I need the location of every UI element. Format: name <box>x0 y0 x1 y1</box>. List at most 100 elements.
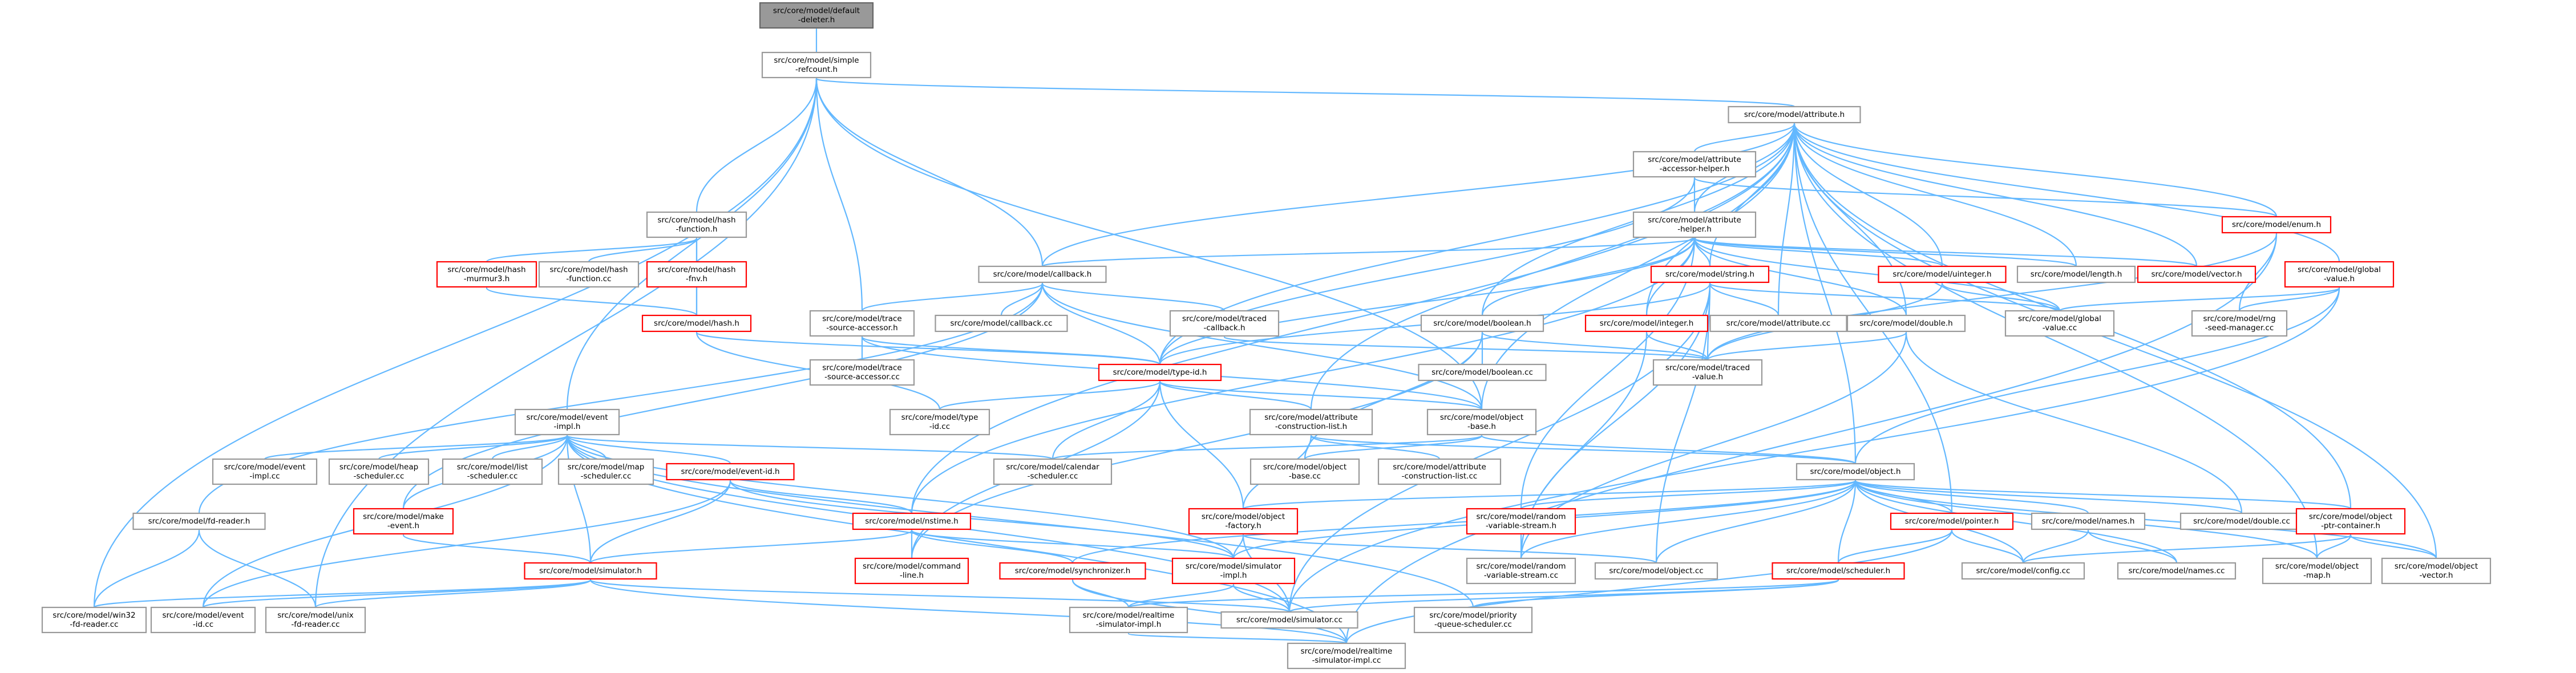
node-priority-queue-scheduler-cc[interactable]: src/core/model/priority-queue-scheduler.… <box>1413 606 1533 634</box>
node-simulator-h[interactable]: src/core/model/simulator.h <box>524 562 657 580</box>
node-hash-murmur3-h[interactable]: src/core/model/hash-murmur3.h <box>436 261 537 288</box>
node-integer-h[interactable]: src/core/model/integer.h <box>1584 314 1709 333</box>
node-heap-scheduler-cc[interactable]: src/core/model/heap-scheduler.cc <box>328 458 430 485</box>
node-unix-fd-reader-cc[interactable]: src/core/model/unix-fd-reader.cc <box>265 606 366 634</box>
edge-traced-value-h-to-string-h <box>1708 283 1710 360</box>
node-label: src/core/model/traced <box>1182 314 1267 323</box>
node-config-cc[interactable]: src/core/model/config.cc <box>1961 562 2085 580</box>
node-hash-h[interactable]: src/core/model/hash.h <box>641 314 752 333</box>
node-box <box>809 310 915 337</box>
node-label: -simulator-impl.h <box>1096 620 1162 629</box>
node-random-variable-stream-h[interactable]: src/core/model/random-variable-stream.h <box>1466 508 1576 535</box>
node-attribute-cc[interactable]: src/core/model/attribute.cc <box>1709 314 1847 333</box>
node-object-vector-h[interactable]: src/core/model/object-vector.h <box>2381 557 2492 585</box>
node-uinteger-h[interactable]: src/core/model/uinteger.h <box>1878 265 2007 283</box>
node-box <box>1594 562 1718 580</box>
node-win32-fd-reader-cc[interactable]: src/core/model/win32-fd-reader.cc <box>41 606 147 634</box>
node-rng-seed-manager-cc[interactable]: src/core/model/rng-seed-manager.cc <box>2191 310 2288 337</box>
node-object-map-h[interactable]: src/core/model/object-map.h <box>2262 557 2372 585</box>
node-object-cc[interactable]: src/core/model/object.cc <box>1594 562 1718 580</box>
node-names-cc[interactable]: src/core/model/names.cc <box>2117 562 2237 580</box>
node-list-scheduler-cc[interactable]: src/core/model/list-scheduler.cc <box>442 458 543 485</box>
node-synchronizer-h[interactable]: src/core/model/synchronizer.h <box>999 562 1146 580</box>
node-realtime-simulator-impl-h[interactable]: src/core/model/realtime-simulator-impl.h <box>1069 606 1188 634</box>
node-global-value-h[interactable]: src/core/model/global-value.h <box>2284 261 2395 288</box>
node-boolean-cc[interactable]: src/core/model/boolean.cc <box>1418 363 1547 382</box>
node-callback-h[interactable]: src/core/model/callback.h <box>978 265 1107 283</box>
node-label: -impl.cc <box>249 472 280 481</box>
edge-hash-function-h-to-simple-refcount <box>695 79 816 213</box>
node-double-cc[interactable]: src/core/model/double.cc <box>2179 512 2304 530</box>
node-callback-cc[interactable]: src/core/model/callback.cc <box>935 314 1068 333</box>
edge-object-h-to-global-value-h <box>1854 288 2339 464</box>
node-box <box>1709 314 1847 333</box>
node-make-event-h[interactable]: src/core/model/make-event.h <box>353 508 454 535</box>
node-double-h[interactable]: src/core/model/double.h <box>1846 314 1966 333</box>
node-calendar-scheduler-cc[interactable]: src/core/model/calendar-scheduler.cc <box>993 458 1113 485</box>
node-pointer-h[interactable]: src/core/model/pointer.h <box>1890 512 2014 530</box>
node-attribute-accessor-helper-h[interactable]: src/core/model/attribute-accessor-helper… <box>1632 151 1757 178</box>
node-enum-h[interactable]: src/core/model/enum.h <box>2221 216 2332 234</box>
node-names-h[interactable]: src/core/model/names.h <box>2031 512 2146 530</box>
node-vector-h[interactable]: src/core/model/vector.h <box>2137 265 2256 283</box>
node-random-variable-stream-cc[interactable]: src/core/model/random-variable-stream.cc <box>1466 557 1576 585</box>
node-hash-function-cc[interactable]: src/core/model/hash-function.cc <box>538 261 640 288</box>
edge-object-vector-h-to-object-ptr-container-h <box>2351 535 2437 559</box>
node-label: src/core/model/string.h <box>1665 270 1754 279</box>
node-box <box>978 265 1107 283</box>
node-traced-value-h[interactable]: src/core/model/traced-value.h <box>1652 359 1763 386</box>
node-object-base-h[interactable]: src/core/model/object-base.h <box>1426 408 1537 436</box>
node-object-h[interactable]: src/core/model/object.h <box>1795 463 1915 481</box>
node-simulator-cc[interactable]: src/core/model/simulator.cc <box>1220 611 1358 629</box>
node-attribute-construction-list-h[interactable]: src/core/model/attribute-construction-li… <box>1249 408 1373 436</box>
node-simple-refcount[interactable]: src/core/model/simple-refcount.h <box>761 51 872 79</box>
node-boolean-h[interactable]: src/core/model/boolean.h <box>1420 314 1544 333</box>
node-map-scheduler-cc[interactable]: src/core/model/map-scheduler.cc <box>557 458 654 485</box>
node-traced-callback-h[interactable]: src/core/model/traced-callback.h <box>1169 310 1280 337</box>
node-object-ptr-container-h[interactable]: src/core/model/object-ptr-container.h <box>2295 508 2406 535</box>
node-label: src/core/model/integer.h <box>1600 319 1694 328</box>
node-event-impl-cc[interactable]: src/core/model/event-impl.cc <box>212 458 318 485</box>
node-label: src/core/model/attribute <box>1264 413 1358 422</box>
edge-event-id-cc-to-simulator-h <box>202 580 591 609</box>
node-string-h[interactable]: src/core/model/string.h <box>1650 265 1770 283</box>
node-simulator-impl-h[interactable]: src/core/model/simulator-impl.h <box>1171 557 1296 585</box>
node-label: -source-accessor.h <box>826 323 897 333</box>
node-nstime-h[interactable]: src/core/model/nstime.h <box>852 512 972 530</box>
edge-traced-value-h-to-boolean-h <box>1482 333 1709 361</box>
node-attribute-construction-list-cc[interactable]: src/core/model/attribute-construction-li… <box>1377 458 1502 485</box>
node-attribute-helper-h[interactable]: src/core/model/attribute-helper.h <box>1632 211 1757 238</box>
node-object-base-cc[interactable]: src/core/model/object-base.cc <box>1249 458 1360 485</box>
node-type-id-cc[interactable]: src/core/model/type-id.cc <box>889 408 990 436</box>
node-event-impl-h[interactable]: src/core/model/event-impl.h <box>514 408 620 436</box>
node-box <box>666 463 795 481</box>
node-attribute-h[interactable]: src/core/model/attribute.h <box>1728 106 1861 124</box>
node-event-id-cc[interactable]: src/core/model/event-id.cc <box>150 606 256 634</box>
node-label: -id.cc <box>929 422 950 431</box>
node-type-id-h[interactable]: src/core/model/type-id.h <box>1098 363 1222 382</box>
node-command-line-h[interactable]: src/core/model/command-line.h <box>854 557 969 585</box>
node-label: -vector.h <box>2420 571 2453 580</box>
node-deleter[interactable]: src/core/model/default-deleter.h <box>759 2 874 29</box>
node-label: src/core/model/list <box>457 463 528 472</box>
edge-object-base-h-to-callback-h <box>1042 283 1483 410</box>
edge-realtime-simulator-impl-cc-to-enum-h <box>1345 234 2276 644</box>
node-trace-source-accessor-h[interactable]: src/core/model/trace-source-accessor.h <box>809 310 915 337</box>
edge-realtime-simulator-impl-h-to-synchronizer-h <box>1073 580 1130 608</box>
edge-uinteger-h-to-attribute-helper-h <box>1695 238 1943 267</box>
node-global-value-cc[interactable]: src/core/model/global-value.cc <box>2004 310 2115 337</box>
edge-event-id-h-to-event-impl-h <box>567 436 731 464</box>
node-box <box>1249 408 1373 436</box>
node-hash-fnv-h[interactable]: src/core/model/hash-fnv.h <box>646 261 747 288</box>
node-realtime-simulator-impl-cc[interactable]: src/core/model/realtime-simulator-impl.c… <box>1287 642 1406 670</box>
node-fd-reader-h[interactable]: src/core/model/fd-reader.h <box>132 512 266 530</box>
node-hash-function-h[interactable]: src/core/model/hash-function.h <box>646 211 747 238</box>
node-scheduler-h[interactable]: src/core/model/scheduler.h <box>1772 562 1905 580</box>
node-box <box>646 211 747 238</box>
node-trace-source-accessor-cc[interactable]: src/core/model/trace-source-accessor.cc <box>809 359 915 386</box>
node-box <box>1466 557 1576 585</box>
node-object-factory-h[interactable]: src/core/model/object-factory.h <box>1188 508 1299 535</box>
node-label: -fnv.h <box>686 274 707 283</box>
node-length-h[interactable]: src/core/model/length.h <box>2016 265 2136 283</box>
node-event-id-h[interactable]: src/core/model/event-id.h <box>666 463 795 481</box>
